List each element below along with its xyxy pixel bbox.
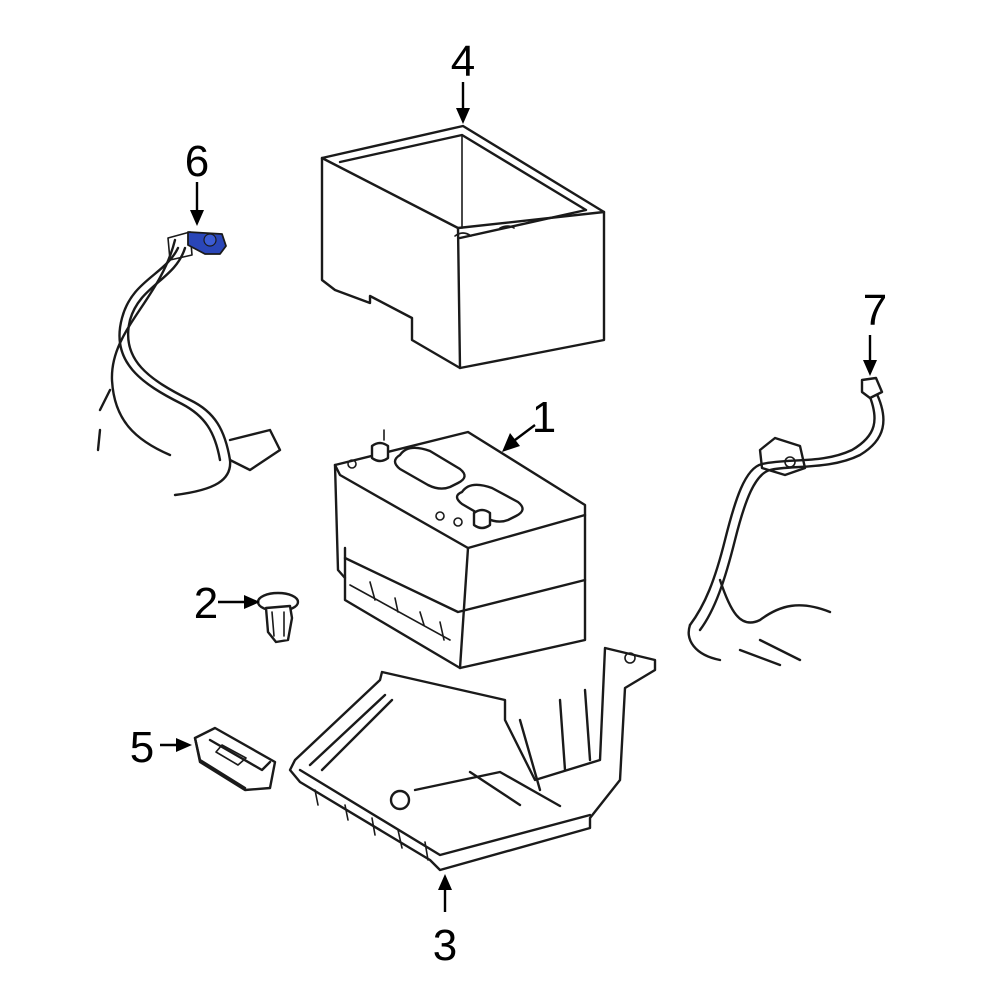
- negative-cable-harness: [687, 376, 885, 667]
- callout-2: 2: [194, 579, 218, 628]
- callout-5: 5: [130, 723, 154, 772]
- callout-labels: 4 6 7 1 2 5 3: [130, 37, 887, 970]
- terminal-cap-highlighted: [187, 231, 227, 255]
- battery-cover: [320, 124, 606, 370]
- callout-4: 4: [451, 37, 475, 86]
- callout-3: 3: [433, 921, 457, 970]
- callout-6: 6: [185, 137, 209, 186]
- callout-7: 7: [863, 286, 887, 335]
- battery: [333, 429, 587, 670]
- support-block: [193, 726, 277, 792]
- hold-down-clip: [256, 591, 300, 644]
- callout-1: 1: [532, 393, 556, 442]
- positive-cable-harness: [96, 231, 282, 497]
- callout-arrows: [160, 82, 877, 912]
- battery-tray: [288, 646, 657, 872]
